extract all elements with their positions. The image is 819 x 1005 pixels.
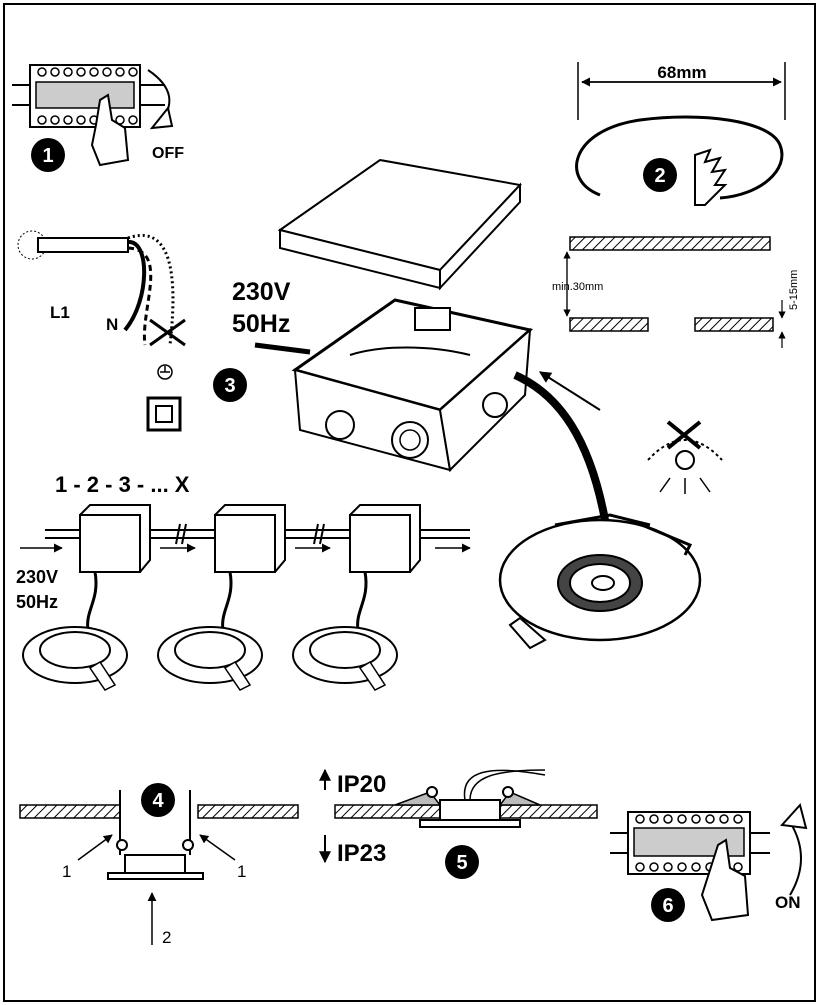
min-depth-label: min.30mm [552, 281, 603, 293]
step6-on-label: ON [775, 893, 801, 912]
chain-junction-box [79, 504, 151, 631]
double-insulation-icon [146, 396, 182, 432]
terminal-screw [76, 115, 86, 125]
step1-off-label: OFF [152, 145, 184, 162]
cable-break-mark [175, 523, 181, 545]
earth-ground-icon [157, 364, 173, 380]
terminal-screw [63, 67, 73, 77]
step2-hole-diagram [575, 62, 786, 206]
step2-badge [643, 158, 677, 192]
ip23-rating-label: IP23 [337, 840, 386, 867]
terminal-screw [691, 862, 701, 872]
step6-number: 6 [662, 895, 673, 917]
junction-box [291, 298, 534, 473]
ceiling-thickness-label: 5-15mm [788, 270, 800, 310]
terminal-screw [37, 67, 47, 77]
terminal-screw [663, 814, 673, 824]
hand-pointer-icon-step6 [700, 838, 750, 922]
step3-number: 3 [224, 375, 235, 397]
cable-entry-arrow [538, 371, 601, 411]
junction-box-lid [277, 158, 522, 291]
step4-number: 4 [152, 790, 164, 812]
terminal-screw [691, 814, 701, 824]
terminal-screw [635, 814, 645, 824]
step4-arrow-label-bottom: 2 [162, 928, 171, 947]
terminal-screw [705, 814, 715, 824]
step3-voltage-label: 230V [232, 278, 291, 306]
terminal-screw [635, 862, 645, 872]
step3-frequency-label: 50Hz [232, 310, 290, 338]
terminal-screw [128, 115, 138, 125]
chain-voltage-label: 230V [16, 567, 58, 587]
terminal-screw [50, 115, 60, 125]
step3-badge [213, 368, 247, 402]
on-rotation-arrow [789, 821, 802, 896]
terminal-screw [128, 67, 138, 77]
cable-wires-diagram [17, 230, 186, 347]
terminal-screw [733, 862, 743, 872]
ceiling-depth-diagram [563, 236, 786, 348]
terminal-screw [63, 115, 73, 125]
terminal-screw [733, 814, 743, 824]
chain-downlight [157, 626, 263, 691]
step5-ip-rating-diagram [319, 768, 598, 864]
cable-break-mark [181, 523, 187, 545]
terminal-screw [719, 814, 729, 824]
wire-n-label: N [106, 315, 118, 334]
cable-break-mark [313, 523, 319, 545]
hole-diameter-label: 68mm [657, 63, 706, 82]
wire-l1-label: L1 [50, 303, 70, 322]
wire-connector [414, 307, 451, 331]
no-insulation-cover-icon [647, 420, 723, 494]
step6-badge [651, 888, 685, 922]
terminal-screw [663, 862, 673, 872]
page-frame [3, 3, 816, 1002]
chain-junction-box [214, 504, 286, 631]
step4-mounting-diagram [19, 790, 299, 945]
step6-terminal-block [610, 811, 770, 875]
terminal-screw [37, 115, 47, 125]
arrow-head-icon-step6 [779, 802, 808, 830]
step5-number: 5 [456, 852, 467, 874]
step1-badge [31, 138, 65, 172]
terminal-screw [76, 67, 86, 77]
ip20-rating-label: IP20 [337, 771, 386, 798]
chain-downlight [292, 626, 398, 691]
step4-arrow-label-left: 1 [62, 862, 71, 881]
cable-break-mark [319, 523, 325, 545]
step4-arrow-label-right: 1 [237, 862, 246, 881]
downlight-fixture [498, 513, 702, 650]
chain-junction-box [349, 504, 421, 631]
terminal-screw [89, 67, 99, 77]
terminal-screw [115, 67, 125, 77]
step1-terminal-block [12, 64, 165, 128]
terminal-screw [102, 67, 112, 77]
terminal-screw [677, 814, 687, 824]
arrow-head-icon [149, 105, 174, 130]
terminal-screw [677, 862, 687, 872]
supply-cable [254, 342, 311, 355]
terminal-screw [649, 814, 659, 824]
step5-badge [445, 845, 479, 879]
terminal-screw [649, 862, 659, 872]
step2-number: 2 [654, 165, 665, 187]
chain-sequence-label: 1 - 2 - 3 - ... X [55, 472, 190, 497]
chain-frequency-label: 50Hz [16, 592, 58, 612]
lamp-cable [513, 371, 609, 521]
chain-downlight [22, 626, 128, 691]
step4-badge [141, 783, 175, 817]
hand-pointer-icon [90, 93, 130, 167]
terminal-screw [50, 67, 60, 77]
saw-blade-icon [694, 148, 728, 206]
step1-number: 1 [42, 145, 53, 167]
